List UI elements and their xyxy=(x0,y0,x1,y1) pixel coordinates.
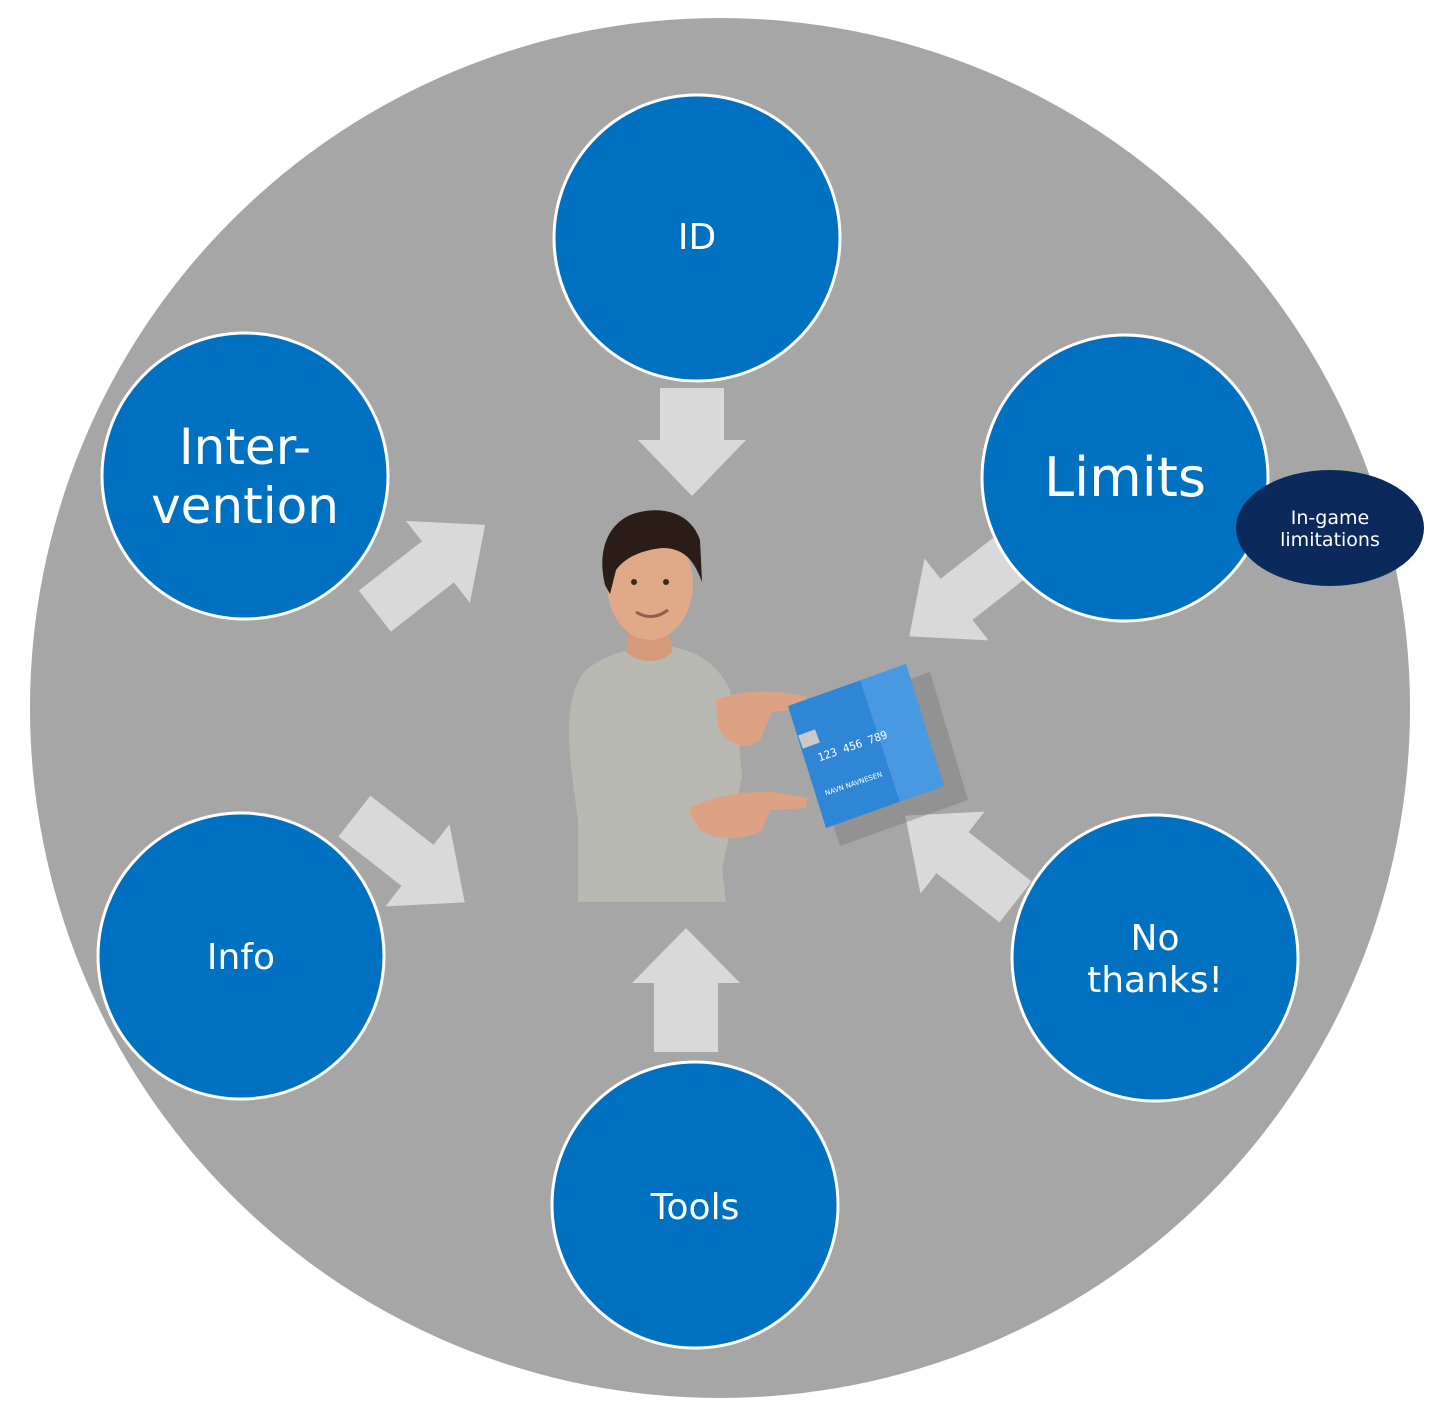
arrow-from-id xyxy=(638,388,746,496)
badge-ellipse[interactable] xyxy=(1236,470,1424,586)
node-id-circle[interactable] xyxy=(552,93,842,383)
person-arm-lower xyxy=(688,791,808,839)
arrow-from-no-thanks xyxy=(905,811,1032,923)
nodes xyxy=(96,93,1300,1350)
person-shirt xyxy=(568,646,742,902)
node-no-thanks-circle[interactable] xyxy=(1010,813,1300,1103)
person-with-card xyxy=(568,510,968,902)
arrow-from-tools xyxy=(632,928,740,1052)
arrow-from-limits xyxy=(909,529,1036,641)
person-smile xyxy=(635,608,669,618)
person-eye-right xyxy=(663,579,669,585)
node-tools-circle[interactable] xyxy=(550,1060,840,1350)
card-highlight xyxy=(860,664,944,802)
arrow-from-info xyxy=(338,795,465,907)
card-chip xyxy=(798,729,820,749)
person-eye-left xyxy=(631,579,637,585)
edge-cropped-text: g xyxy=(0,618,49,652)
arrows xyxy=(338,388,1036,1052)
node-info-circle[interactable] xyxy=(96,811,386,1101)
person-arm-upper xyxy=(716,691,806,746)
person-hair xyxy=(602,510,702,594)
arrow-from-intervention[interactable] xyxy=(343,484,517,652)
node-limits-circle[interactable] xyxy=(980,333,1270,623)
node-intervention-circle[interactable] xyxy=(100,331,390,621)
